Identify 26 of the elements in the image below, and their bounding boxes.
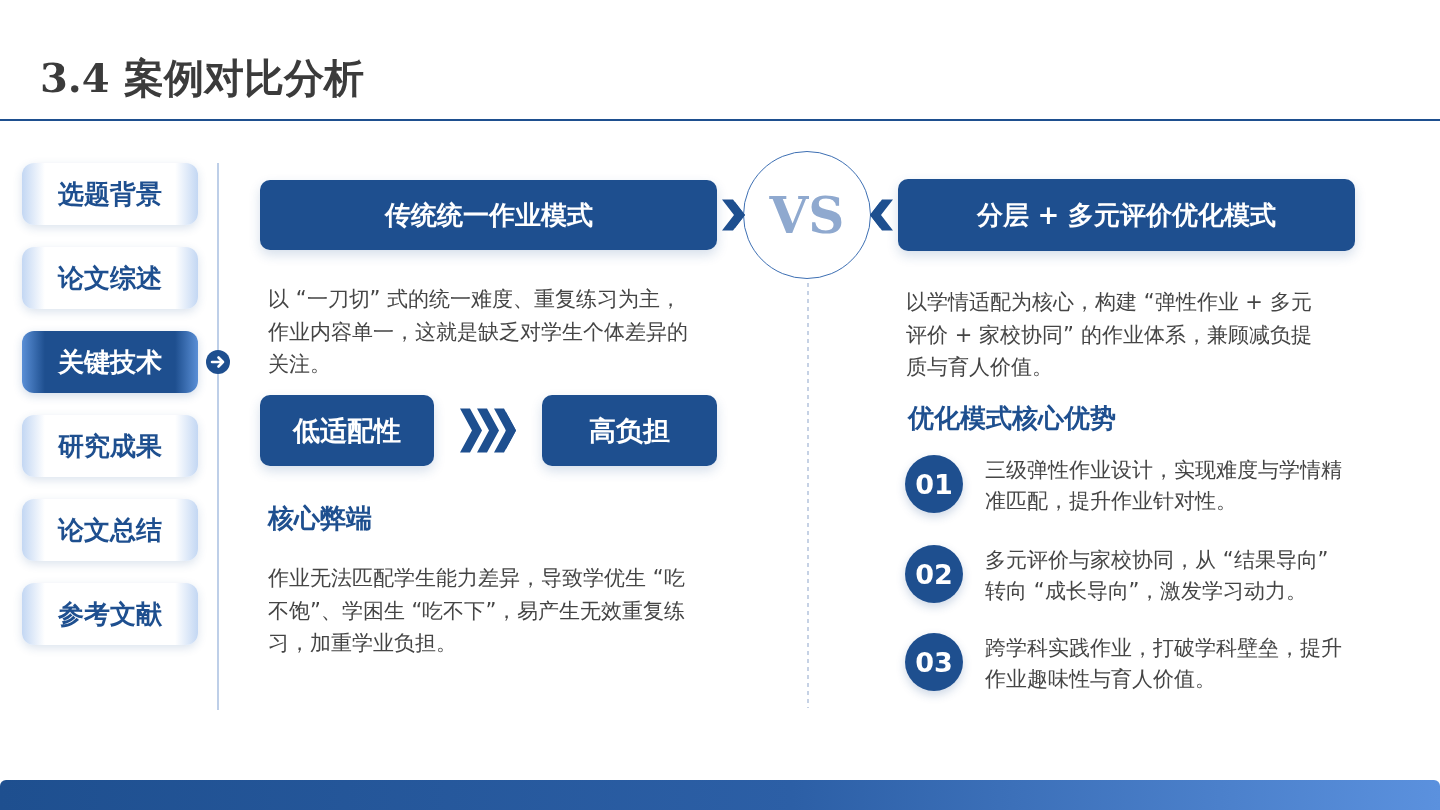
body-text: 作业无法匹配学生能力差异，导致学优生 “吃不饱”、学困生 “吃不下”，易产生无效重复练习，加重学业负担。 [268,565,687,657]
number-circle: 03 [905,633,963,691]
body-text: 以学情适配为核心，构建 “弹性作业 + 多元评价 + 家校协同” 的作业体系，兼顾减负提质与育人价值。 [906,289,1313,381]
title-banner: 传统统一作业模式 [260,180,717,250]
item-text: 多元评价与家校协同，从 “结果导向” 转向 “成长导向”，激发学习动力。 [985,547,1330,605]
keyword-box: 高负担 [542,395,717,466]
item-text: 跨学科实践作业，打破学科壁垒，提升作业趣味性与育人价值。 [985,635,1343,693]
slide-title: 3.4 案例对比分析 [40,53,364,103]
nav-tab: 研究成果 [22,415,198,477]
nav-tab: 论文综述 [22,247,198,309]
chevron-arrows [460,408,516,453]
nav-tab: 选题背景 [22,163,198,225]
title-banner: 分层 + 多元评价优化模式 [898,179,1355,251]
chevron-arrow [722,199,745,231]
body-text: 以 “一刀切” 式的统一难度、重复练习为主，作业内容单一，这就是缺乏对学生个体差异的关注。 [268,286,689,378]
nav-tab: 论文总结 [22,499,198,561]
nav-tab: 关键技术 [22,331,198,393]
number-circle: 02 [905,545,963,603]
number-circle: 01 [905,455,963,513]
nav-tab: 参考文献 [22,583,198,645]
section-heading: 核心弊端 [268,502,372,535]
section-heading: 优化模式核心优势 [908,402,1116,435]
keyword-box: 低适配性 [260,395,434,466]
vs-circle: VS [743,151,871,279]
chevron-arrow [870,199,893,231]
item-text: 三级弹性作业设计，实现难度与学情精准匹配，提升作业针对性。 [985,457,1343,515]
